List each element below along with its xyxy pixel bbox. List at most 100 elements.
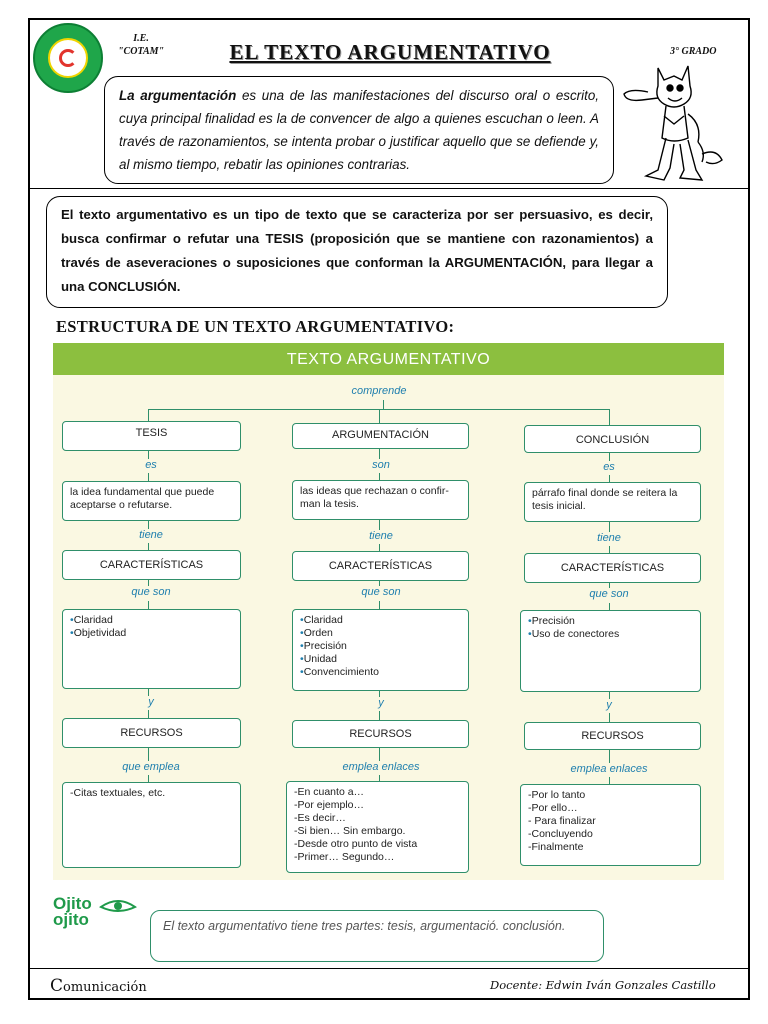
connector [379,449,380,459]
list-item: -Es decir… [294,812,346,824]
connector [379,601,380,609]
page-title: EL TEXTO ARGUMENTATIVO [229,40,551,64]
node-argumentacion: ARGUMENTACIÓN [292,423,469,449]
list-item: -Desde otro punto de vista [294,838,418,850]
connector [609,546,610,553]
link-tiene: tiene [139,529,163,541]
page-frame [28,18,750,1000]
node-conclusion: CONCLUSIÓN [524,425,701,453]
institution-name: I.E. "COTAM" [118,32,164,58]
chars-conclusion: •Precisión •Uso de conectores [520,610,701,692]
link-y: y [148,696,154,708]
list-item: •Claridad [300,614,343,626]
list-item: -Por ello… [528,802,578,814]
subject-rest: omunicación [63,980,147,995]
chars-argumentacion: •Claridad •Orden •Precisión •Unidad •Con… [292,609,469,691]
connector [609,777,610,784]
resources-tesis: -Citas textuales, etc. [62,782,241,868]
connector [148,521,149,529]
cartoon-cat-icon [623,65,723,181]
connector [609,692,610,699]
link-tiene: tiene [597,532,621,544]
list-item: -Por lo tanto [528,789,586,801]
resources-conclusion: -Por lo tanto -Por ello… - Para finaliza… [520,784,701,866]
connector [609,453,610,461]
connector [148,689,149,696]
connector [383,400,384,409]
intro-text: es una de las manifestaciones del discur… [119,88,599,172]
connector [148,748,149,761]
ojito-note: El texto argumentativo tiene tres partes… [150,910,604,962]
institution-line1: I.E. [133,33,149,44]
list-item: •Precisión [528,615,575,627]
link-tiene: tiene [369,530,393,542]
connector [609,750,610,763]
connector [609,409,610,425]
node-recursos: RECURSOS [62,718,241,748]
connector [148,543,149,550]
grade-label: 3° GRADO [670,46,717,57]
node-recursos: RECURSOS [292,720,469,748]
connector [379,544,380,551]
structure-diagram: TEXTO ARGUMENTATIVO comprende TESIS es l… [53,343,724,880]
connector [148,451,149,459]
link-comprende: comprende [351,385,407,397]
list-item: -Concluyendo [528,828,593,840]
intro-bold-lead: La argumentación [119,88,237,103]
list-item: -Por ejemplo… [294,799,365,811]
definition-box: El texto argumentativo es un tipo de tex… [46,196,668,308]
list-item: -En cuanto a… [294,786,365,798]
footer-subject: Comunicación [50,976,147,996]
connector [148,473,149,481]
list-item: - Para finalizar [528,815,596,827]
link-es: es [145,459,157,471]
node-caracteristicas: CARACTERÍSTICAS [62,550,241,580]
connector [379,581,380,586]
list-item: •Orden [300,627,333,639]
list-item: •Claridad [70,614,113,626]
connector [148,409,149,421]
link-y: y [606,699,612,711]
ojito-label-line2: ojito [53,910,89,929]
footer-teacher: Docente: Edwin Iván Gonzales Castillo [490,978,716,992]
connector [379,409,380,423]
list-item: -Si bien… Sin embargo. [294,825,406,837]
connector [609,475,610,482]
node-recursos: RECURSOS [524,722,701,750]
ojito-callout: Ojito ojito El texto argumentativo tiene… [53,894,604,966]
connector [148,775,149,782]
connector [379,473,380,480]
connector [379,691,380,697]
node-caracteristicas: CARACTERÍSTICAS [292,551,469,581]
link-que-emplea: que emplea [122,761,180,773]
connector [609,713,610,722]
connector [148,409,609,410]
ojito-label-line1: Ojito [53,894,92,913]
connector [379,775,380,781]
list-item: •Precisión [300,640,347,652]
connector [148,601,149,609]
connector [609,603,610,610]
desc-conclusion: párrafo final donde se reitera la tesis … [524,482,701,522]
eye-icon [99,900,137,912]
desc-argumentacion: las ideas que rechazan o confir-man la t… [292,480,469,520]
list-item: •Objetividad [70,627,127,639]
link-emplea-enlaces: emplea enlaces [570,763,648,775]
connector [379,748,380,761]
connector [148,580,149,586]
intro-box: La argumentación es una de las manifesta… [104,76,614,184]
spiral-icon [59,49,77,67]
ojito-label: Ojito ojito [53,894,92,929]
link-emplea-enlaces: emplea enlaces [342,761,420,773]
list-item: -Primer… Segundo… [294,851,395,863]
connector [379,711,380,720]
list-item: -Citas textuales, etc. [70,787,166,799]
subject-initial: C [50,976,64,996]
institution-line2: "COTAM" [118,46,165,57]
connector [609,522,610,532]
school-logo [33,23,103,93]
connector [148,710,149,718]
resources-argumentacion: -En cuanto a… -Por ejemplo… -Es decir… -… [286,781,469,873]
section-title: ESTRUCTURA DE UN TEXTO ARGUMENTATIVO: [56,317,455,336]
list-item: •Convencimiento [300,666,379,678]
